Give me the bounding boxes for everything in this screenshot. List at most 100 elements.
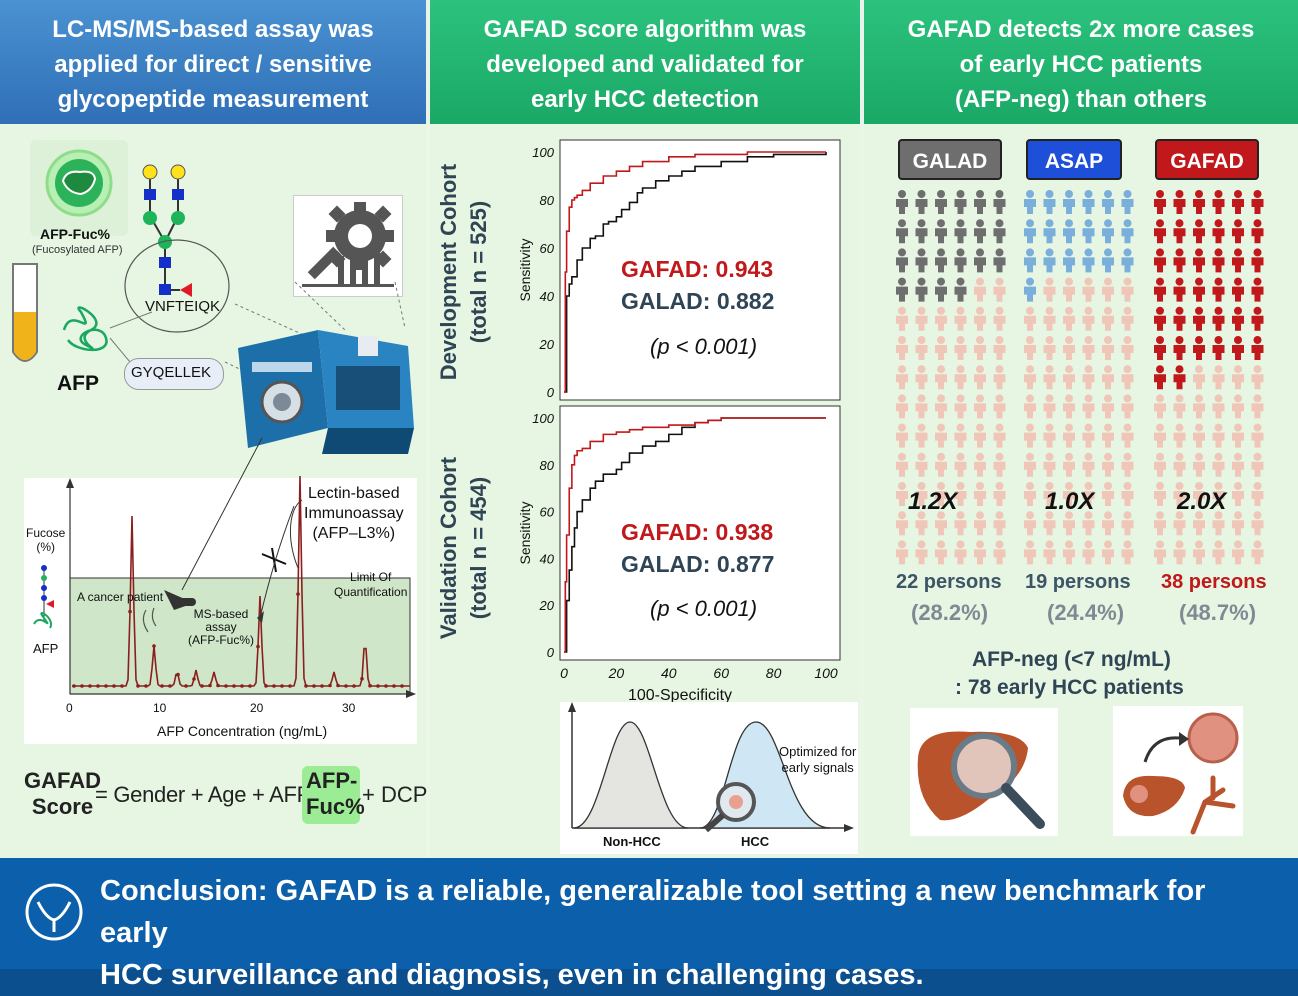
spectrum-point [352, 684, 356, 688]
person-icon [993, 248, 1006, 273]
person-icon [1212, 336, 1225, 360]
optimized-note: Optimized for early signals [779, 744, 857, 775]
galad-percent: (28.2%) [911, 600, 989, 625]
person-icon [896, 306, 908, 331]
person-icon [954, 306, 967, 331]
roc-x-tick: 60 [713, 665, 729, 681]
liver-icon [45, 149, 113, 217]
hcc-label: HCC [741, 834, 770, 849]
panel2-header-line: early HCC detection [530, 85, 760, 113]
roc-curve-gafad [564, 417, 826, 653]
person-icon [1121, 452, 1134, 477]
mass-spectrometer-icon [238, 330, 414, 454]
formula-rhs-b: + DCP [362, 782, 428, 807]
person-icon [896, 540, 908, 565]
formula-lhs: GAFAD Score [24, 768, 101, 819]
person-icon [1251, 482, 1264, 506]
metastasis-icon [1123, 712, 1239, 835]
person-icon [1232, 511, 1244, 536]
person-icon [1102, 277, 1114, 302]
afp-neg-title: AFP-neg (<7 ng/mL) [972, 648, 1171, 671]
gafad-percent: (48.7%) [1179, 600, 1257, 625]
loq-label: Limit Of Quantification [334, 570, 408, 599]
person-icon [1251, 306, 1264, 331]
person-icon [1102, 190, 1114, 214]
patient-pointer-line [181, 437, 263, 591]
person-icon [935, 394, 947, 419]
roc-y-tick: 0 [547, 385, 555, 400]
panel2-header: GAFAD score algorithm was developed and … [430, 0, 860, 124]
spectrum-x-tick: 20 [250, 701, 264, 715]
gafad-multiplier: 2.0X [1177, 488, 1227, 515]
person-icon [1212, 306, 1225, 331]
person-icon [1232, 452, 1244, 477]
person-icon [993, 365, 1006, 390]
person-icon [1102, 423, 1114, 448]
person-icon [935, 248, 947, 273]
person-icon [1173, 190, 1186, 214]
person-icon [1193, 190, 1205, 214]
person-icon [1043, 336, 1056, 360]
person-icon [1121, 277, 1134, 302]
person-icon [974, 248, 986, 273]
conclusion-footer [0, 858, 1298, 969]
person-icon [1063, 306, 1075, 331]
roc-y-tick: 20 [539, 598, 555, 613]
spectrum-point [104, 684, 108, 688]
person-icon [954, 336, 967, 360]
person-icon [1063, 423, 1075, 448]
person-icon [1173, 277, 1186, 302]
person-icon [1043, 452, 1056, 477]
spectrum-point [208, 683, 212, 688]
person-icon [1251, 190, 1264, 214]
person-icon [974, 540, 986, 565]
person-icon [1154, 306, 1166, 331]
panel3-header-line: (AFP-neg) than others [954, 85, 1207, 113]
spectrum-point [304, 684, 308, 688]
person-icon [1082, 365, 1095, 390]
person-icon [974, 482, 986, 506]
dev-cohort-label: Development Cohort (total n = 525) [436, 163, 491, 381]
spectrum-x-label: AFP Concentration (ng/mL) [157, 723, 328, 739]
roc-y-tick: 100 [532, 411, 554, 426]
roc-x-tick: 0 [560, 665, 568, 681]
person-icon [954, 190, 967, 214]
panel1-header-line: glycopeptide measurement [57, 85, 369, 113]
person-icon [993, 277, 1006, 302]
person-icon [915, 423, 928, 448]
val-galad-auc: GALAD: 0.877 [621, 551, 775, 577]
person-icon [1251, 277, 1264, 302]
person-icon [935, 423, 947, 448]
peptide-gyqellek: GYQELLEK [131, 364, 212, 381]
val-p-value: (p < 0.001) [650, 596, 758, 621]
person-icon [1024, 277, 1036, 302]
person-icon [915, 540, 928, 565]
person-icon [1102, 336, 1114, 360]
header-divider [426, 0, 430, 124]
person-icon [1024, 452, 1036, 477]
spectrum-point [88, 684, 92, 688]
fucose-axis-label: Fucose (%) [26, 526, 66, 554]
person-icon [1232, 540, 1244, 565]
roc-curve-galad [564, 152, 827, 393]
gafad-count: 38 persons [1161, 571, 1267, 593]
liver-magnifier-icon [917, 731, 1045, 829]
spectrum-point [232, 684, 236, 688]
person-icon [896, 219, 908, 244]
person-icon [1212, 219, 1225, 244]
panel3-header-line: GAFAD detects 2x more cases [907, 15, 1255, 43]
person-icon [993, 336, 1006, 360]
afp-label: AFP [57, 372, 99, 395]
roc-y-tick: 20 [539, 337, 555, 352]
person-icon [974, 365, 986, 390]
person-icon [1121, 306, 1134, 331]
spectrum-afp-label: AFP [33, 641, 59, 656]
person-icon [1063, 452, 1075, 477]
spectrum-point [280, 684, 284, 688]
person-icon [1251, 248, 1264, 273]
person-icon [896, 452, 908, 477]
person-icon [974, 336, 986, 360]
person-icon [915, 277, 928, 302]
person-icon [1043, 277, 1056, 302]
